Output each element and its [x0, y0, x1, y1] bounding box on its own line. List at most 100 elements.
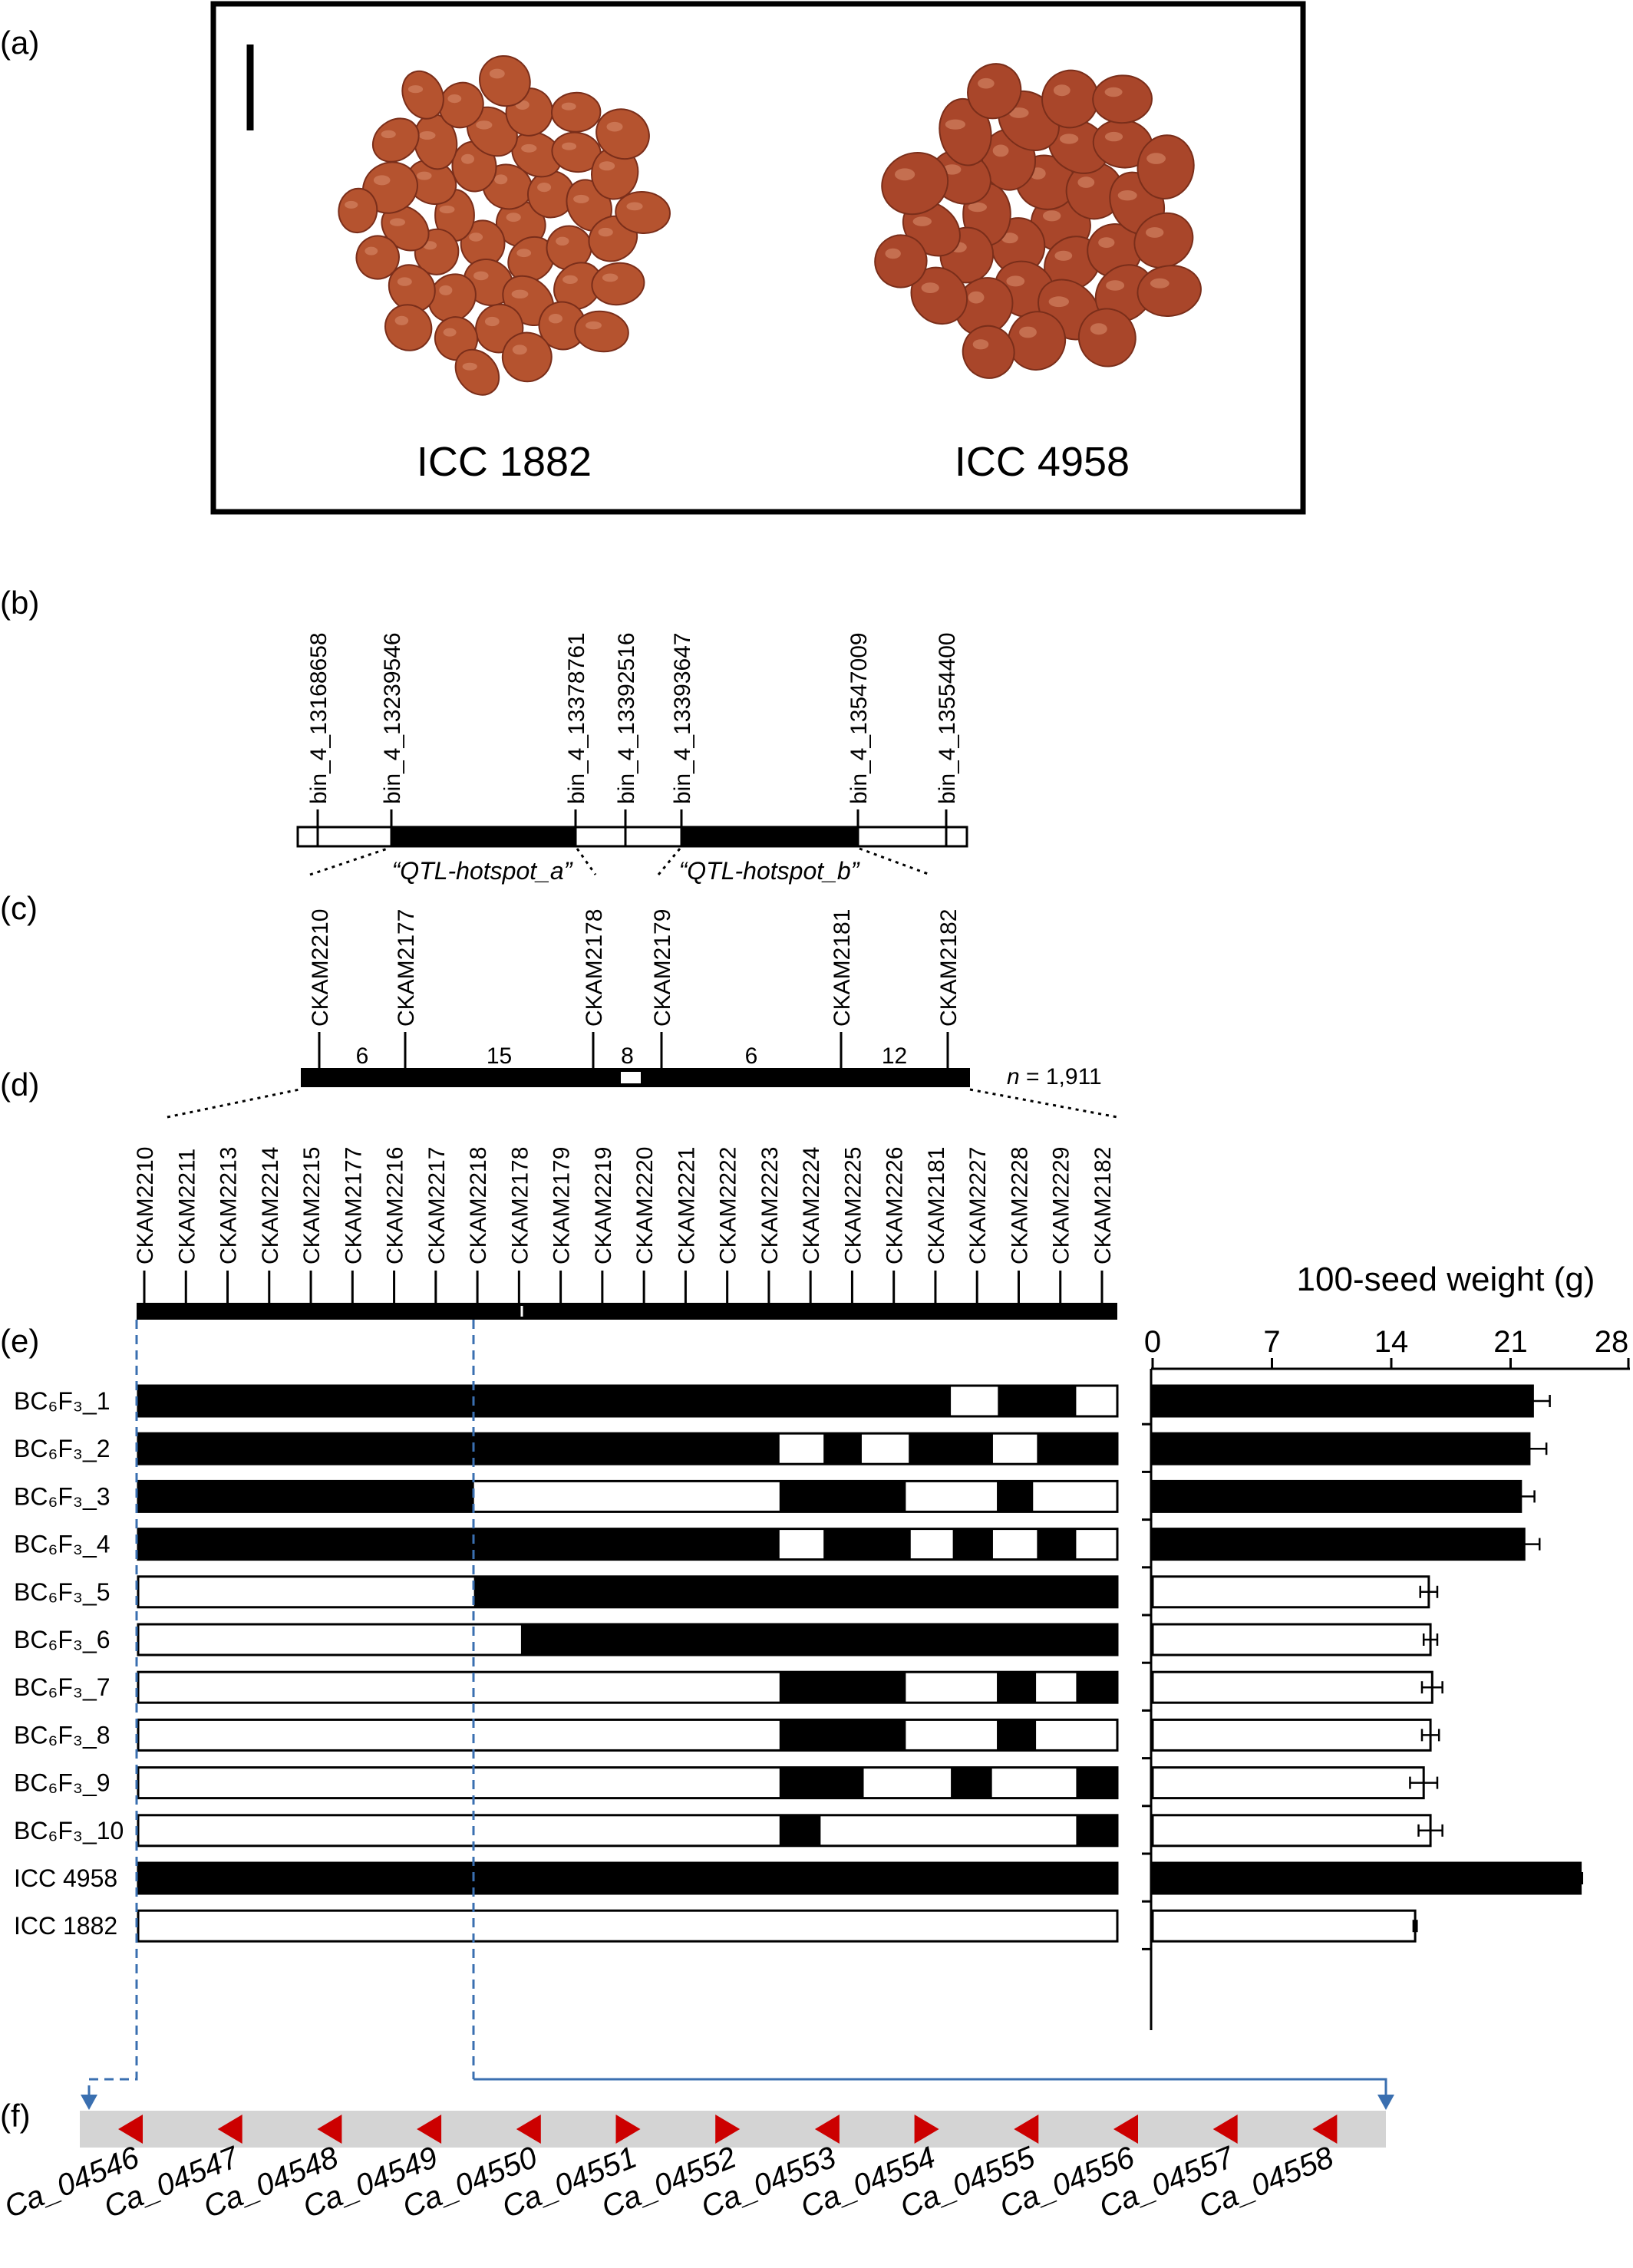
seed-highlight	[1146, 227, 1164, 238]
seed-highlight	[1077, 176, 1095, 188]
seed-highlight	[1090, 323, 1107, 335]
panel-label-f: (f)	[0, 2098, 31, 2134]
genotype-segment	[138, 1481, 474, 1512]
genotype-row-outline	[137, 1479, 1119, 1513]
connector-left	[87, 1320, 138, 2102]
genotype-segment	[138, 1528, 780, 1560]
genotype-segment	[823, 1433, 862, 1465]
seed-image	[962, 325, 1015, 379]
arrow-left-icon	[118, 2115, 143, 2144]
genotype-row-outline	[137, 1814, 1119, 1848]
seed-highlight	[942, 164, 962, 175]
genotype-row-outline	[137, 1575, 1119, 1609]
connector-left-arrowhead	[81, 2095, 97, 2110]
seed-highlight	[602, 273, 619, 282]
panel-label-e: (e)	[0, 1323, 39, 1359]
hotspot-b-dotted-right	[859, 847, 931, 876]
seed-highlight	[1098, 237, 1115, 248]
genotype-segment	[138, 1863, 1117, 1894]
seed-highlight	[1104, 131, 1123, 142]
line-label: BC₆F₃_1	[14, 1387, 111, 1415]
marker-map-label: CKAM2229	[1049, 1147, 1074, 1264]
genotype-segment	[998, 1386, 1077, 1416]
seed-highlight	[462, 362, 477, 371]
marker-map-label: CKAM2222	[716, 1147, 741, 1264]
arrow-left-icon	[814, 2115, 840, 2144]
hotspot-b-block	[681, 827, 858, 846]
seed-image	[1007, 311, 1067, 371]
chart-title: 100-seed weight (g)	[1297, 1261, 1595, 1298]
marker-map-label: CKAM2227	[965, 1147, 991, 1264]
seed-highlight	[1053, 84, 1071, 97]
genotype-segment	[779, 1481, 906, 1512]
seed-image	[595, 108, 650, 160]
seed-highlight	[1054, 250, 1073, 261]
seed-highlight	[407, 85, 424, 94]
arrow-left-icon	[217, 2115, 242, 2144]
seed-highlight	[562, 275, 578, 284]
genotype-segment	[951, 1767, 992, 1798]
seed-highlight	[1117, 190, 1137, 201]
bin-marker-label: bin_4_13378761	[564, 632, 589, 804]
seed-highlight	[562, 142, 577, 150]
arrow-right-icon	[615, 2115, 641, 2144]
seed-image	[427, 273, 477, 322]
seed-image	[371, 117, 420, 163]
recombinant-count: 6	[356, 1043, 369, 1069]
line-label: BC₆F₃_5	[14, 1578, 111, 1606]
seed-highlight	[439, 285, 453, 295]
genotype-row	[138, 1910, 1117, 1942]
bin-marker-label: bin_4_13392516	[614, 632, 639, 804]
line-label: BC₆F₃_4	[14, 1531, 111, 1558]
seed-weight-bar	[1151, 1575, 1430, 1609]
marker-map-label: CKAM2221	[674, 1147, 699, 1264]
seed-image	[501, 331, 553, 383]
seed-highlight	[461, 153, 474, 164]
seed-image	[591, 262, 645, 306]
marker-map-label: CKAM2220	[632, 1147, 658, 1264]
seed-highlight	[945, 119, 965, 130]
seed-highlight	[598, 227, 613, 237]
seed-photo-panel: ICC 1882 ICC 4958	[210, 1, 1306, 515]
marker-map-label: CKAM2213	[216, 1147, 242, 1264]
line-label: BC₆F₃_3	[14, 1482, 111, 1510]
seed-highlight	[484, 316, 500, 327]
seed-highlight	[1106, 280, 1125, 291]
seed-image	[1133, 212, 1194, 269]
line-label: ICC 1882	[14, 1912, 117, 1940]
connector-right	[473, 2078, 1387, 2102]
marker-map-label: CKAM2219	[591, 1147, 616, 1264]
accession-label-icc1882: ICC 1882	[417, 439, 592, 485]
population-size-n: n	[1007, 1064, 1020, 1089]
seed-cluster-icc4958	[874, 63, 1202, 379]
seed-highlight	[561, 102, 576, 110]
seed-highlight	[573, 194, 589, 203]
genotype-row-outline	[137, 1384, 1119, 1418]
genotype-segment	[779, 1767, 864, 1798]
seed-highlight	[556, 236, 569, 246]
seed-highlight	[972, 339, 989, 350]
genotype-row-outline	[137, 1623, 1119, 1656]
genotype-segment	[1076, 1672, 1117, 1703]
genotype-row	[138, 1815, 1117, 1846]
hotspot-a-block	[391, 827, 576, 846]
seed-image	[355, 235, 400, 280]
seed-image	[401, 70, 444, 120]
seed-image	[1092, 74, 1153, 124]
genotype-segment	[909, 1433, 993, 1465]
genotype-row-outline	[137, 1528, 1119, 1561]
x-tick-label: 28	[1595, 1325, 1629, 1359]
line-label: ICC 4958	[14, 1864, 117, 1892]
genotype-segment	[1076, 1767, 1117, 1798]
chart-bar-group	[1151, 1384, 1584, 1943]
hotspot-a-dotted-right	[576, 848, 597, 875]
hotspot-b-label: “QTL-hotspot_b”	[679, 857, 860, 885]
seed-highlight	[1048, 296, 1070, 308]
seed-image	[479, 55, 531, 107]
seed-highlight	[381, 130, 396, 139]
arrow-left-icon	[1113, 2115, 1138, 2144]
x-tick-label: 7	[1263, 1325, 1280, 1359]
